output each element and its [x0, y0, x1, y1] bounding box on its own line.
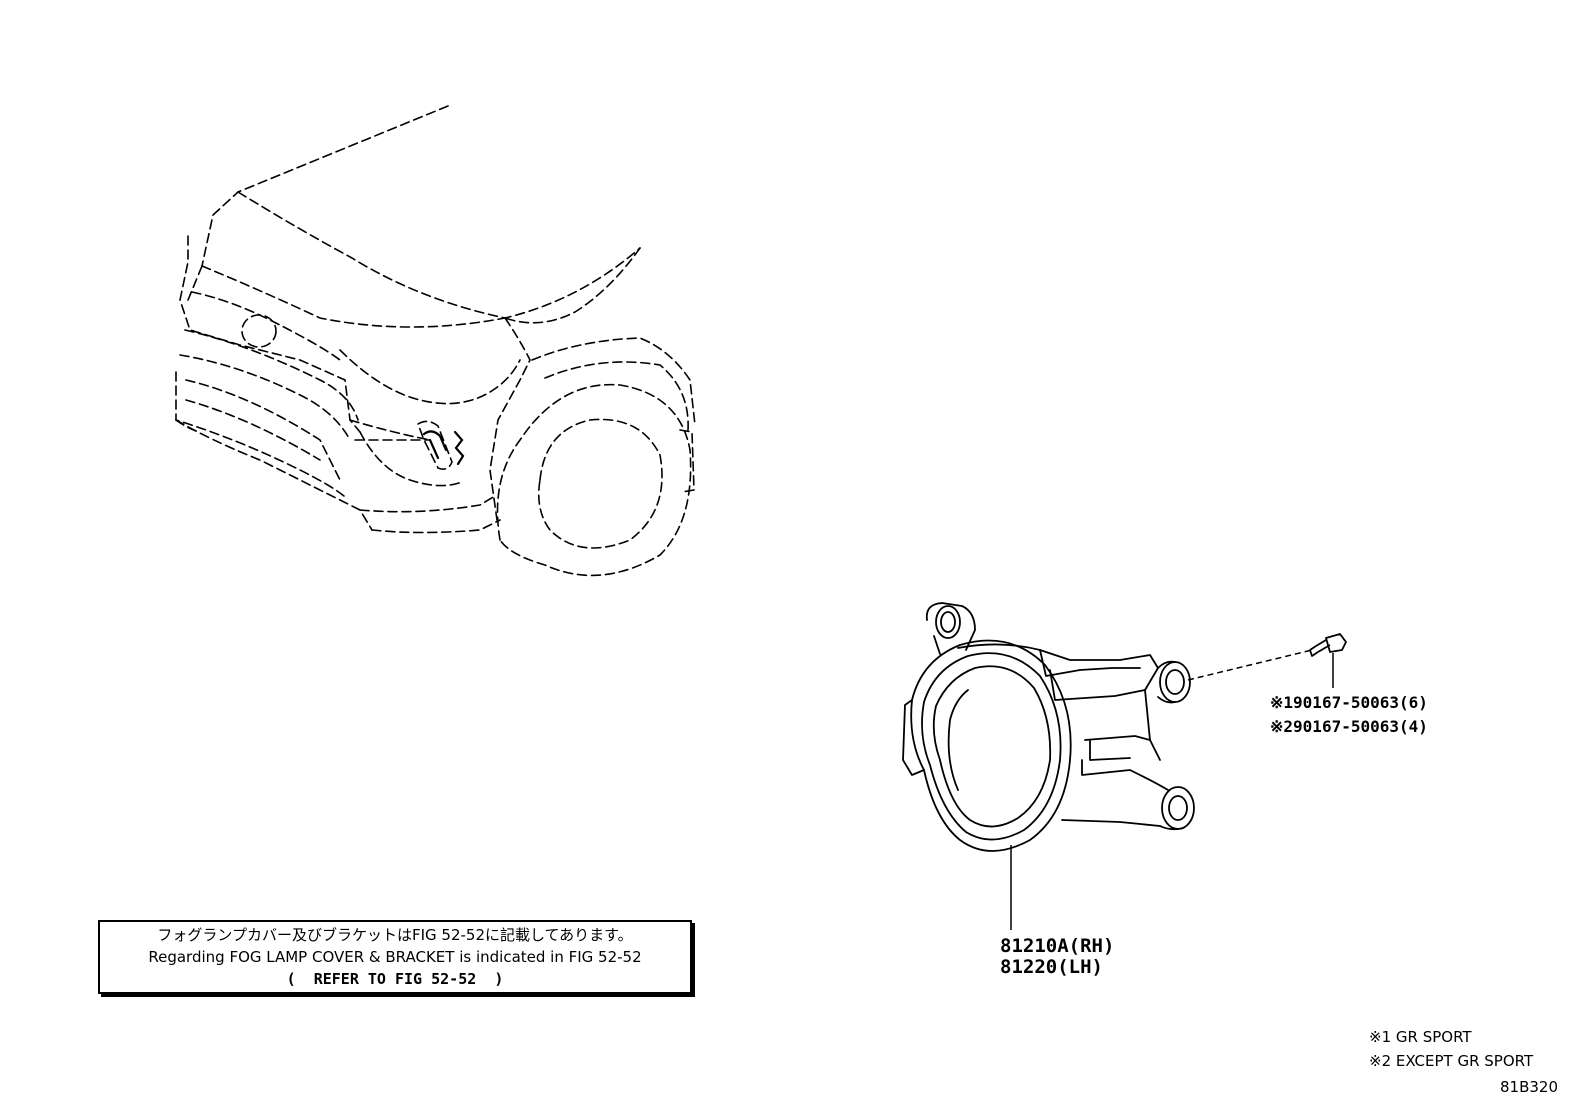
leader-lines [1010, 649, 1334, 930]
vehicle-front-illustration [175, 105, 696, 577]
note-english: Regarding FOG LAMP COVER & BRACKET is in… [148, 948, 642, 966]
fog-lamp-assembly [902, 602, 1195, 852]
note-refer-to-fig: ( REFER TO FIG 52-52 ) [286, 970, 504, 988]
legend-mark-1: ※1 GR SPORT [1369, 1028, 1472, 1046]
bolt-part-number-except-gr-sport: ※290167-50063(4) [1270, 717, 1428, 736]
note-japanese: フォグランプカバー及びブラケットはFIG 52-52に記載してあります。 [157, 926, 633, 944]
bolt-part-number-gr-sport: ※190167-50063(6) [1270, 693, 1428, 712]
fog-lamp-location-marker [422, 430, 465, 466]
fog-lamp-part-number-lh: 81220(LH) [1000, 956, 1103, 978]
legend-mark-2: ※2 EXCEPT GR SPORT [1369, 1052, 1534, 1070]
fog-lamp-part-number-rh: 81210A(RH) [1000, 935, 1115, 957]
figure-id: 81B320 [1500, 1078, 1559, 1096]
bolt-icon [1309, 633, 1347, 657]
reference-note-box: フォグランプカバー及びブラケットはFIG 52-52に記載してあります。 Reg… [98, 920, 692, 994]
